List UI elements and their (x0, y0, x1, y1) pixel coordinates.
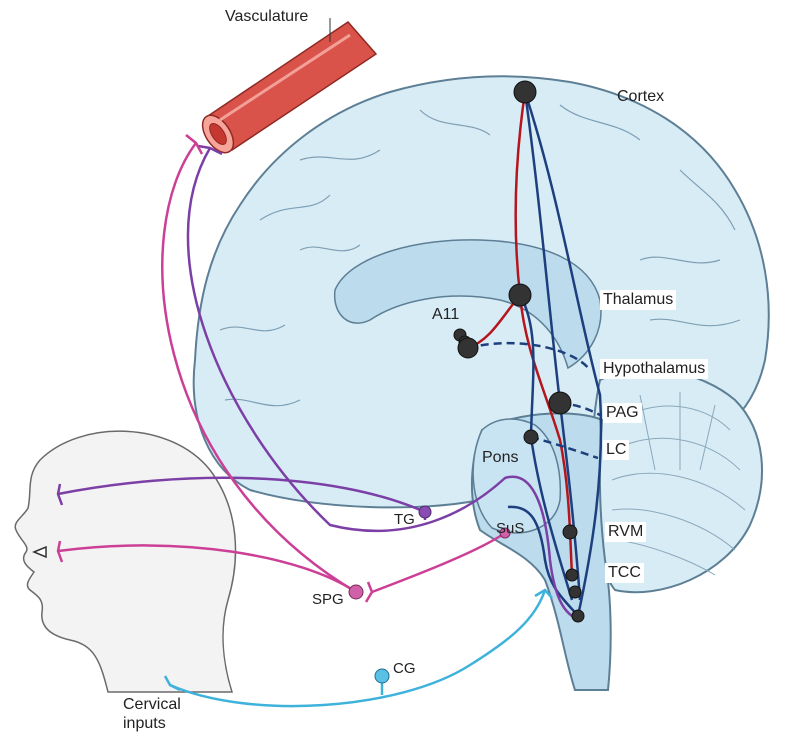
label-spg: SPG (312, 591, 344, 609)
pag-node (549, 392, 571, 414)
label-cg: CG (393, 660, 416, 678)
cortex-node (514, 81, 536, 103)
label-tcc: TCC (605, 563, 644, 583)
a11-node-3 (458, 338, 478, 358)
tcc-node-2 (569, 586, 581, 598)
label-rvm: RVM (605, 522, 646, 542)
thalamus-node (509, 284, 531, 306)
label-pag: PAG (603, 403, 642, 423)
label-lc: LC (603, 440, 629, 460)
head-silhouette (15, 431, 235, 692)
tg-ganglion (419, 506, 431, 518)
label-vasculature: Vasculature (225, 8, 308, 26)
label-hypothalamus: Hypothalamus (600, 359, 708, 379)
lc-node (524, 430, 538, 444)
label-cervical-line1: Cervical (123, 696, 181, 714)
label-cortex: Cortex (617, 88, 664, 106)
label-pons: Pons (482, 449, 518, 467)
rvm-node (563, 525, 577, 539)
brain-sagittal (194, 76, 769, 690)
label-sus: SuS (496, 520, 524, 538)
tcc-node-3 (572, 610, 584, 622)
label-a11: A11 (432, 306, 459, 324)
tcc-node-1 (566, 569, 578, 581)
cg-ganglion (375, 669, 389, 683)
spg-ganglion (349, 585, 363, 599)
label-thalamus: Thalamus (600, 290, 676, 310)
label-cervical-line2: inputs (123, 715, 166, 733)
label-tg: TG (394, 511, 415, 529)
